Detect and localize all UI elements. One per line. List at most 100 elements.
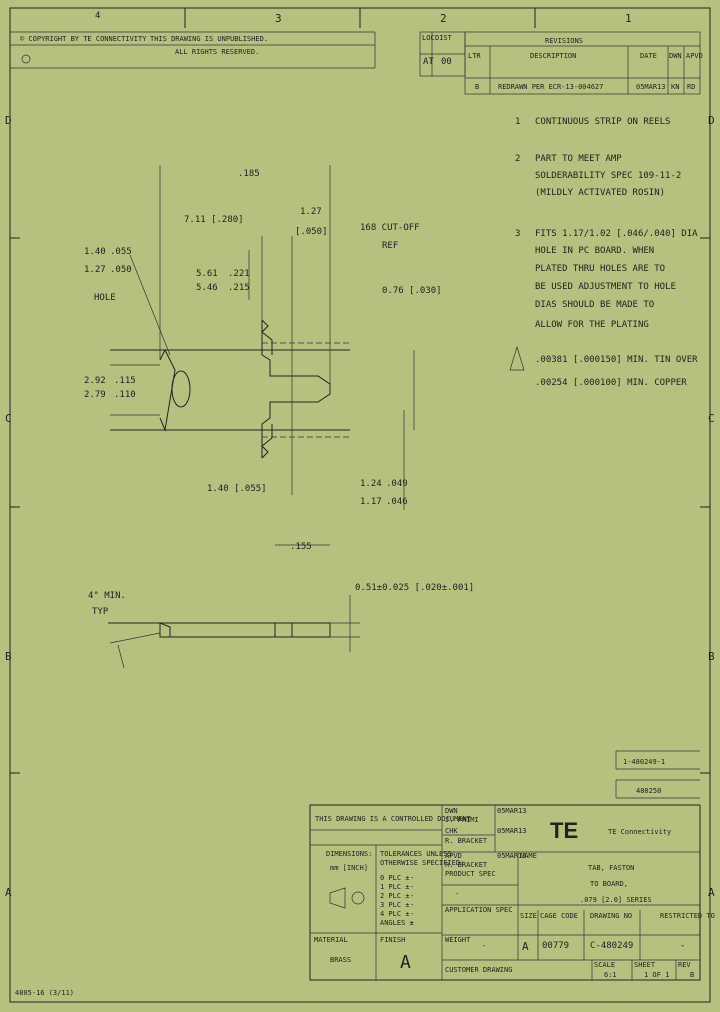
rev-col-dwn: DWN <box>669 52 682 60</box>
revisions-title: REVISIONS <box>545 37 583 45</box>
weight-value: - <box>482 942 486 950</box>
dim-221-d: .215 <box>228 283 250 293</box>
dim-050-bot: [.050] <box>295 227 328 237</box>
material-label: MATERIAL <box>314 936 348 944</box>
hole-label: HOLE <box>94 293 116 303</box>
note-2-line-2: SOLDERABILITY SPEC 109-11-2 <box>535 171 681 181</box>
dim-min-b: TYP <box>92 607 109 617</box>
size-label: SIZE <box>520 912 537 920</box>
hole-dim-a: 1.40 <box>84 247 106 257</box>
dim-221-a: 5.61 <box>196 269 218 279</box>
tol-row-4: 4 PLC ± <box>380 910 410 918</box>
dist-label: DIST <box>435 34 453 42</box>
tab-top-view <box>108 595 360 669</box>
title-line-3: .079 [2.0] SERIES <box>580 896 652 904</box>
tolerances-b: OTHERWISE SPECIFIED: <box>380 859 464 867</box>
note-1-number: 1 <box>515 117 520 127</box>
zone-ticks <box>10 8 710 774</box>
dimensions-label: DIMENSIONS: <box>326 850 372 858</box>
dwn-label: DWN <box>445 807 458 815</box>
note-3-line-2: HOLE IN PC BOARD. WHEN <box>535 246 654 256</box>
chk-name: R. BRACKET <box>445 837 488 845</box>
units-label: mm [INCH] <box>330 864 368 872</box>
product-spec-value: - <box>455 890 459 898</box>
dim-030: 0.76 [.030] <box>382 286 442 296</box>
appvd-date: 05MAR13 <box>497 852 527 860</box>
rev-row-date: 05MAR13 <box>636 83 666 91</box>
dim-155: .155 <box>290 542 312 552</box>
zone-right-a: A <box>708 886 715 899</box>
tolerances-a: TOLERANCES UNLESS <box>380 850 452 858</box>
note-2-number: 2 <box>515 154 520 164</box>
hole-dim-d: .050 <box>110 265 132 275</box>
dim-min-a: 4° MIN. <box>88 591 126 601</box>
material-value: BRASS <box>330 956 351 964</box>
hole-dim-c: .055 <box>110 247 132 257</box>
dim-055: 1.40 [.055] <box>207 484 267 494</box>
zone-top-1: 1 <box>625 12 632 25</box>
tol-val-5: - <box>410 919 414 927</box>
projection-symbol-icon <box>329 887 365 909</box>
tol-row-5: ANGLES ± <box>380 919 414 927</box>
sheet-label: SHEET <box>634 961 656 969</box>
rev-col-ltr: LTR <box>468 52 481 60</box>
rev-col-desc: DESCRIPTION <box>530 52 576 60</box>
note-3-number: 3 <box>515 229 520 239</box>
note-3-line-4: BE USED ADJUSTMENT TO HOLE <box>535 282 676 292</box>
zone-top-2: 2 <box>440 12 447 25</box>
tol-val-3: - <box>410 901 414 909</box>
dim-280: 7.11 [.280] <box>184 215 244 225</box>
cage-value: 00779 <box>542 941 569 951</box>
note-4-line-2: .00254 [.000100] MIN. COPPER <box>535 378 687 388</box>
hole-dim-b: 1.27 <box>84 265 106 275</box>
title-line-2: TO BOARD, <box>590 880 628 888</box>
sheet-value: 1 OF 1 <box>644 971 669 979</box>
zone-right-c: C <box>708 412 715 425</box>
rev-col-apvd: APVD <box>686 52 703 60</box>
note-4-line-1: .00381 [.000150] MIN. TIN OVER <box>535 355 698 365</box>
restricted-label: RESTRICTED TO <box>660 912 715 920</box>
dim-height-d: .110 <box>114 390 136 400</box>
tol-row-3: 3 PLC ± <box>380 901 410 909</box>
dwn-name: J. PRIMI <box>445 816 479 824</box>
release-line: THIS DRAWING IS UNPUBLISHED. <box>150 35 268 43</box>
zone-left-c: C <box>5 412 12 425</box>
copyright-line: © COPYRIGHT BY TE CONNECTIVITY <box>20 35 147 43</box>
chk-date: 05MAR13 <box>497 827 527 835</box>
product-spec-label: PRODUCT SPEC <box>445 870 496 878</box>
zone-right-b: B <box>708 650 715 663</box>
rev-row-dwn: KN <box>671 83 679 91</box>
loc-value: AT <box>423 57 434 67</box>
chk-label: CHK <box>445 827 458 835</box>
rev-row-apvd: RD <box>687 83 695 91</box>
rev-row-desc: REDRAWN PER ECR-13-004627 <box>498 83 603 91</box>
dim-height-a: 2.92 <box>84 376 106 386</box>
note-3-line-5: DIAS SHOULD BE MADE TO <box>535 300 654 310</box>
dim-height-c: .115 <box>114 376 136 386</box>
revisions-block: REVISIONS LTR DESCRIPTION DATE DWN APVD … <box>464 31 703 95</box>
company-logo: TE <box>550 818 578 843</box>
cage-label: CAGE CODE <box>540 912 578 920</box>
part-number-top: 1-480249-1 <box>623 758 665 766</box>
title-block <box>309 804 701 981</box>
tol-row-0: 0 PLC ± <box>380 874 410 882</box>
restricted-value: - <box>680 941 685 951</box>
part-number-2: 480250 <box>636 787 661 795</box>
rev-value: B <box>690 971 694 979</box>
application-spec-label: APPLICATION SPEC <box>445 906 512 914</box>
note-3-line-6: ALLOW FOR THE PLATING <box>535 320 649 330</box>
pc-hole <box>171 370 191 408</box>
dwn-date: 05MAR13 <box>497 807 527 815</box>
footer-form: 4805-16 (3/11) <box>15 989 74 997</box>
zone-left-b: B <box>5 650 12 663</box>
note-3-line-1: FITS 1.17/1.02 [.046/.040] DIA <box>535 229 698 239</box>
appvd-name: R. BRACKET <box>445 861 488 869</box>
zone-left-a: A <box>5 886 12 899</box>
loc-dist-block: LOC AT DIST 00 <box>419 31 466 77</box>
zone-right-d: D <box>708 114 715 127</box>
copyright-block: © COPYRIGHT BY TE CONNECTIVITY THIS DRAW… <box>10 31 376 69</box>
loc-label: LOC <box>422 34 435 42</box>
dim-height-b: 2.79 <box>84 390 106 400</box>
rev-label: REV <box>678 961 691 969</box>
